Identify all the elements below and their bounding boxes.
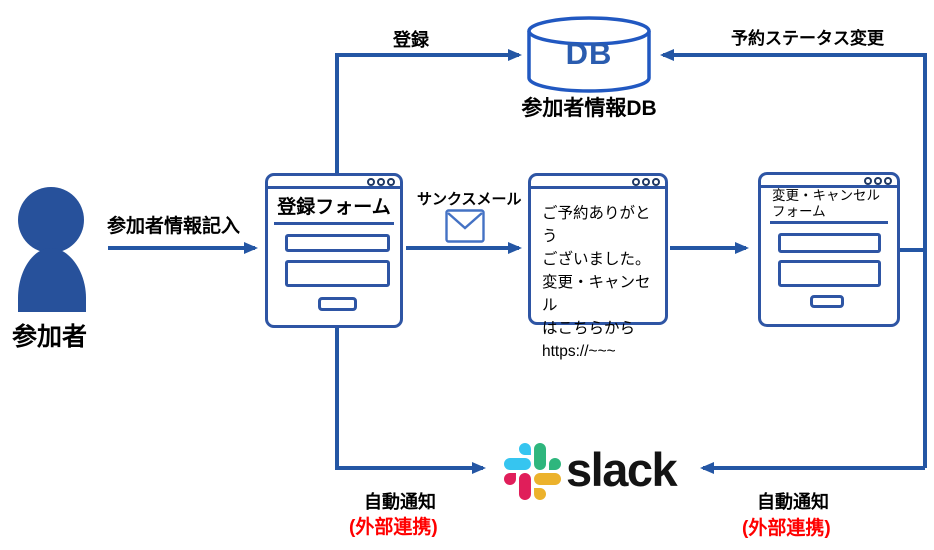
- person-icon: [18, 187, 86, 312]
- window-control-dots: [864, 177, 892, 185]
- window-dot-icon: [632, 178, 640, 186]
- change-cancel-titlebar: [761, 175, 897, 188]
- window-dot-icon: [642, 178, 650, 186]
- mail-icon: [445, 209, 485, 243]
- window-dot-icon: [387, 178, 395, 186]
- message-line: 変更・キャンセル: [542, 274, 651, 314]
- label-external-link-right: (外部連携): [742, 518, 831, 539]
- register-form-titlebar: [268, 176, 400, 189]
- slack-logo-icon: [504, 443, 561, 500]
- window-control-dots: [367, 178, 395, 186]
- change-cancel-form-window: 変更・キャンセル フォーム: [758, 172, 900, 327]
- slack-wordmark: slack: [566, 443, 678, 496]
- label-info-entry: 参加者情報記入: [107, 216, 241, 237]
- change-form-submit-button: [810, 295, 844, 308]
- window-dot-icon: [874, 177, 882, 185]
- label-external-link-left: (外部連携): [349, 517, 438, 538]
- db-caption: 参加者情報DB: [521, 97, 657, 120]
- window-dot-icon: [652, 178, 660, 186]
- db-label: DB: [565, 36, 613, 71]
- change-cancel-form-title: 変更・キャンセル フォーム: [772, 188, 880, 220]
- thanks-message-window: ご予約ありがとう ございました。 変更・キャンセル はこちらから https:/…: [528, 173, 668, 360]
- thanks-message-text: ご予約ありがとう ございました。 変更・キャンセル はこちらから https:/…: [542, 202, 659, 363]
- actor-label: 参加者: [12, 323, 88, 351]
- arrow-register-form-to-db: [335, 49, 522, 173]
- window-control-dots: [632, 178, 660, 186]
- message-line: ご予約ありがとう: [542, 205, 651, 245]
- window-dot-icon: [377, 178, 385, 186]
- window-dot-icon: [884, 177, 892, 185]
- message-line: ございました。: [542, 251, 651, 268]
- database-icon: [527, 16, 651, 93]
- register-form-submit-button: [318, 297, 357, 311]
- change-cancel-title-line1: 変更・キャンセル: [772, 188, 880, 203]
- title-underline: [770, 221, 888, 224]
- label-register: 登録: [393, 30, 429, 50]
- change-form-input-2: [778, 260, 881, 287]
- register-form-input-1: [285, 234, 390, 252]
- thanks-message-titlebar: [531, 176, 665, 189]
- change-form-input-1: [778, 233, 881, 253]
- register-form-window: 登録フォーム: [265, 173, 403, 328]
- label-thanks-mail: サンクスメール: [417, 191, 522, 208]
- label-auto-notify-right: 自動通知: [757, 492, 829, 512]
- label-status-change: 予約ステータス変更: [731, 29, 884, 48]
- message-link-text: https://~~~: [542, 343, 616, 360]
- label-auto-notify-left: 自動通知: [364, 492, 436, 512]
- window-dot-icon: [367, 178, 375, 186]
- arrow-register-form-to-slack: [335, 328, 486, 474]
- message-line: はこちらから: [542, 320, 636, 337]
- change-cancel-title-line2: フォーム: [772, 204, 826, 219]
- register-form-title: 登録フォーム: [274, 192, 394, 225]
- register-form-input-2: [285, 260, 390, 287]
- window-dot-icon: [864, 177, 872, 185]
